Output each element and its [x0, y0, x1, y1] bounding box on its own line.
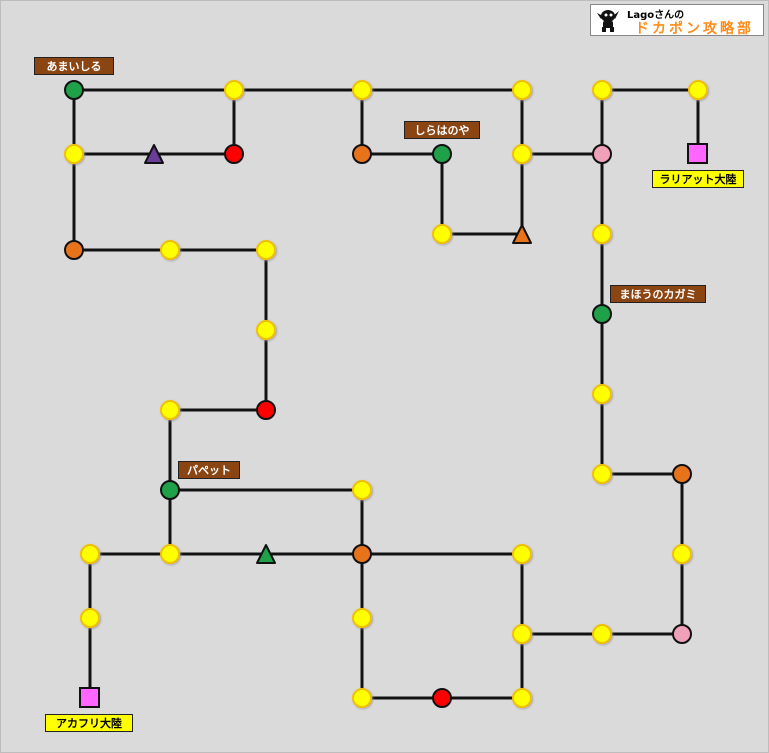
yellow-space — [512, 80, 532, 100]
yellow-space — [512, 624, 532, 644]
yellow-space — [592, 80, 612, 100]
orange-spaces — [64, 144, 692, 564]
red-space — [432, 688, 452, 708]
yellow-space — [160, 400, 180, 420]
yellow-space — [592, 224, 612, 244]
board-paths — [72, 88, 700, 700]
yellow-space — [160, 544, 180, 564]
yellow-space — [512, 688, 532, 708]
yellow-space — [432, 224, 452, 244]
yellow-space — [672, 544, 692, 564]
red-spaces — [224, 144, 452, 708]
orange-triangle-space — [512, 224, 532, 244]
label-rariatto-continent: ラリアット大陸 — [652, 170, 744, 188]
label-mahou-kagami: まほうのカガミ — [610, 285, 706, 303]
yellow-space — [592, 464, 612, 484]
yellow-space — [688, 80, 708, 100]
site-logo[interactable]: Lagoさんの ドカポン攻略部 — [590, 4, 764, 37]
character-silhouette-icon — [597, 10, 619, 32]
logo-subtitle: Lagoさんの — [627, 10, 685, 21]
red-space — [224, 144, 244, 164]
yellow-space — [224, 80, 244, 100]
yellow-space — [256, 320, 276, 340]
yellow-space — [64, 144, 84, 164]
yellow-space — [352, 688, 372, 708]
yellow-spaces — [64, 80, 708, 708]
green-space — [64, 80, 84, 100]
yellow-space — [592, 624, 612, 644]
yellow-space — [80, 608, 100, 628]
label-papetto: パペット — [178, 461, 240, 479]
warp-square-rariatto — [687, 143, 708, 164]
orange-space — [352, 144, 372, 164]
orange-space — [352, 544, 372, 564]
yellow-space — [512, 544, 532, 564]
yellow-space — [80, 544, 100, 564]
yellow-space — [512, 144, 532, 164]
label-shirahanoya: しらはのや — [404, 121, 480, 139]
label-amaishiru: あまいしる — [34, 57, 114, 75]
green-space — [592, 304, 612, 324]
warp-squares — [79, 143, 708, 708]
green-space — [160, 480, 180, 500]
yellow-space — [256, 240, 276, 260]
pink-space — [672, 624, 692, 644]
yellow-space — [592, 384, 612, 404]
green-triangle-space — [256, 544, 276, 564]
label-akafuri-continent: アカフリ大陸 — [45, 714, 133, 732]
yellow-space — [160, 240, 180, 260]
green-space — [432, 144, 452, 164]
green-spaces — [64, 80, 612, 500]
pink-space — [592, 144, 612, 164]
orange-space — [672, 464, 692, 484]
red-space — [256, 400, 276, 420]
warp-square-akafuri — [79, 687, 100, 708]
purple-triangle-space — [144, 144, 164, 164]
orange-space — [64, 240, 84, 260]
logo-title: ドカポン攻略部 — [635, 21, 754, 37]
pink-spaces — [592, 144, 692, 644]
yellow-space — [352, 80, 372, 100]
triangle-spaces — [144, 144, 532, 564]
yellow-space — [352, 608, 372, 628]
yellow-space — [352, 480, 372, 500]
